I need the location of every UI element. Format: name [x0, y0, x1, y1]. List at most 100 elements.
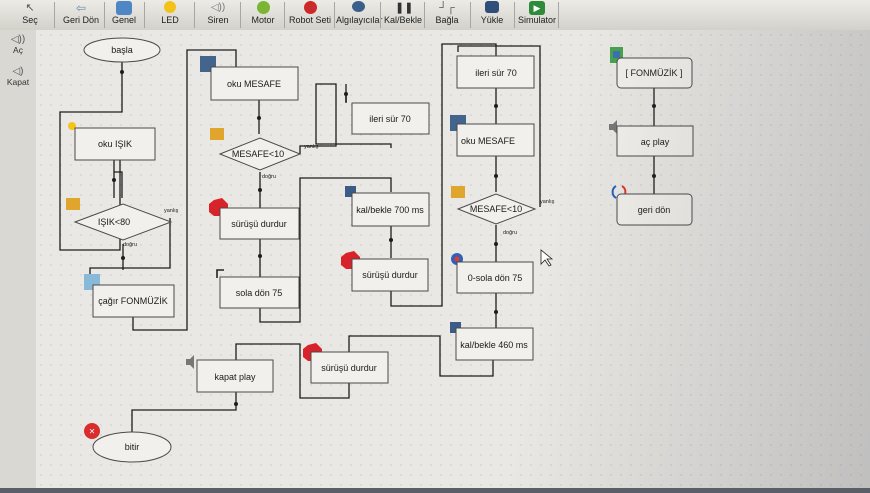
block-label: ileri sür 70: [475, 68, 517, 78]
siren-close-icon: ◁): [12, 66, 24, 77]
block-label: sürüşü durdur: [321, 363, 377, 373]
block-light-condition[interactable]: IŞIK<80 yanlış doğru: [66, 198, 179, 248]
function-icon-inner: [613, 51, 620, 58]
tool-motor[interactable]: Motor: [242, 0, 284, 30]
block-stop-3[interactable]: sürüşü durdur: [303, 343, 389, 384]
toolbar-divider: [194, 2, 195, 28]
block-turn-left[interactable]: sola dön 75: [216, 269, 300, 309]
block-call-function[interactable]: çağır FONMÜZİK: [84, 274, 175, 318]
tool-select[interactable]: ↖ Seç: [8, 0, 52, 30]
siren-open-icon: ◁)): [10, 34, 26, 45]
siren-icon: [609, 120, 617, 134]
tool-siren[interactable]: ◁)) Siren: [196, 0, 240, 30]
palette-siren-off[interactable]: ◁) Kapat: [2, 66, 34, 87]
block-label: bitir: [125, 442, 140, 452]
block-label: çağır FONMÜZİK: [98, 296, 168, 306]
block-wait-1[interactable]: kal/bekle 700 ms: [345, 186, 430, 227]
light-sensor-icon: [68, 122, 76, 130]
block-label: MESAFE<10: [232, 149, 284, 159]
block-turn-left-2[interactable]: 0-sola dön 75: [451, 253, 534, 294]
block-label: aç play: [641, 137, 670, 147]
tool-robot-set[interactable]: Robot Seti: [286, 0, 334, 30]
tool-led[interactable]: LED: [146, 0, 194, 30]
block-forward-2[interactable]: ileri sür 70: [456, 55, 535, 89]
toolbar-divider: [558, 2, 559, 28]
toolbar-divider: [514, 2, 515, 28]
block-return[interactable]: geri dön: [611, 185, 693, 226]
toolbar-divider: [144, 2, 145, 28]
branch-label-no: yanlış: [164, 208, 179, 214]
tool-simulator[interactable]: ▶ Simulator: [516, 0, 558, 30]
toolbar-divider: [104, 2, 105, 28]
block-distance-condition-1[interactable]: MESAFE<10 yanlış doğru: [210, 128, 319, 180]
target-icon-center: [454, 256, 460, 262]
tool-label: Simulator: [517, 15, 556, 25]
block-label: sürüşü durdur: [231, 219, 287, 229]
tool-wait[interactable]: ❚❚ Kal/Bekle: [382, 0, 424, 30]
connector-nodes: [112, 70, 656, 406]
tool-sensors[interactable]: Algılayıcılar: [336, 0, 383, 30]
block-wait-2[interactable]: kal/bekle 460 ms: [450, 322, 534, 361]
general-icon: [116, 1, 132, 15]
tool-label: Siren: [207, 15, 229, 25]
block-label: IŞIK<80: [98, 217, 130, 227]
undo-icon: ⇦: [75, 1, 87, 15]
close-icon: [84, 423, 100, 439]
toolbar-divider: [240, 2, 241, 28]
tool-upload[interactable]: Yükle: [472, 0, 512, 30]
block-read-distance-2[interactable]: oku MESAFE: [450, 115, 535, 157]
tool-label: Geri Dön: [62, 15, 99, 25]
block-siren-off[interactable]: kapat play: [186, 355, 274, 393]
block-label: oku MESAFE: [461, 136, 515, 146]
branch-label-no: yanlış: [304, 144, 319, 150]
tool-general[interactable]: Genel: [106, 0, 142, 30]
block-label: geri dön: [638, 205, 671, 215]
toolbar-divider: [284, 2, 285, 28]
block-label: kal/bekle 700 ms: [356, 205, 424, 215]
tool-undo[interactable]: ⇦ Geri Dön: [56, 0, 106, 30]
block-end[interactable]: × bitir: [84, 423, 172, 463]
block-label: sola dön 75: [236, 288, 283, 298]
block-label: kapat play: [214, 372, 256, 382]
branch-label-yes: doğru: [262, 174, 276, 180]
block-label: [ FONMÜZİK ]: [626, 68, 683, 78]
tool-label: Seç: [22, 15, 38, 25]
block-start[interactable]: başla: [83, 37, 161, 63]
tool-label: Genel: [111, 15, 137, 25]
cursor-icon: ↖: [25, 2, 35, 14]
block-read-light[interactable]: oku IŞIK: [68, 122, 156, 161]
palette-siren-on[interactable]: ◁)) Aç: [2, 34, 34, 55]
decision-icon: [66, 198, 80, 210]
branch-label-yes: doğru: [123, 242, 137, 248]
upload-icon: [485, 1, 499, 13]
tool-connect[interactable]: ┘┌ Bağla: [426, 0, 468, 30]
block-stop-2[interactable]: sürüşü durdur: [341, 251, 429, 292]
siren-icon: [186, 355, 194, 369]
close-icon-glyph: ×: [89, 427, 95, 438]
block-stop-1[interactable]: sürüşü durdur: [209, 198, 300, 240]
flowchart-canvas[interactable]: başla oku IŞIK IŞIK<80 yanlış doğru çağı…: [36, 30, 870, 488]
tool-label: Kal/Bekle: [383, 15, 423, 25]
palette-label: Aç: [13, 45, 23, 55]
tool-label: Yükle: [480, 15, 504, 25]
siren-icon: ◁)): [210, 2, 226, 13]
pause-icon: [345, 186, 356, 197]
toolbar-divider: [380, 2, 381, 28]
toolbar: ↖ Seç ⇦ Geri Dön Genel LED ◁)) Siren Mot…: [0, 0, 870, 31]
block-siren-on[interactable]: aç play: [609, 120, 694, 157]
tool-label: Bağla: [435, 15, 459, 25]
play-icon: ▶: [529, 1, 545, 15]
block-function-start[interactable]: [ FONMÜZİK ]: [610, 47, 693, 89]
block-read-distance-1[interactable]: oku MESAFE: [200, 56, 299, 101]
turn-left-icon: [216, 269, 224, 278]
block-distance-condition-2[interactable]: MESAFE<10 yanlış doğru: [451, 186, 555, 236]
toolbar-divider: [470, 2, 471, 28]
block-forward-1[interactable]: ileri sür 70: [345, 92, 430, 135]
branch-label-yes: doğru: [503, 230, 517, 236]
block-label: kal/bekle 460 ms: [460, 340, 528, 350]
branch-label-no: yanlış: [540, 199, 555, 205]
block-label: 0-sola dön 75: [468, 273, 523, 283]
block-label: ileri sür 70: [369, 114, 411, 124]
tool-label: Motor: [251, 15, 275, 25]
mouse-cursor-icon: [540, 249, 554, 267]
